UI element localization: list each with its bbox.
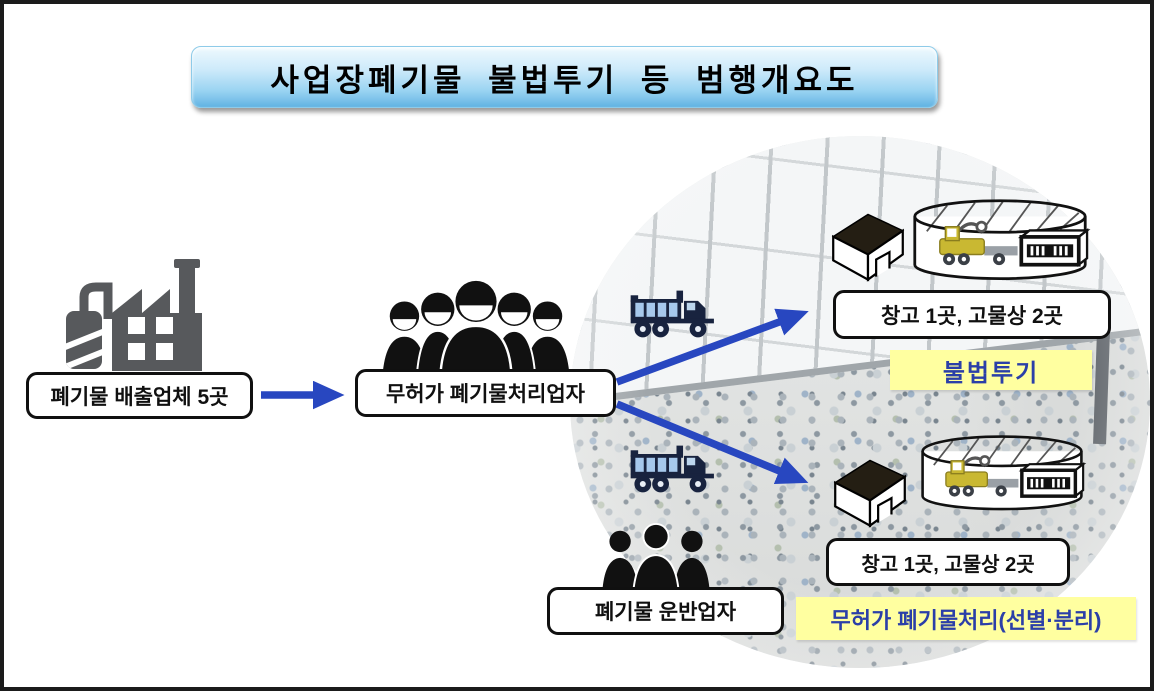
label-waste-transporter-text: 폐기물 운반업자 bbox=[594, 601, 737, 624]
storage-cylinder-icon bbox=[913, 199, 1091, 280]
label-dest-bottom: 창고 1곳, 고물상 2곳 bbox=[826, 538, 1070, 586]
factory-icon bbox=[66, 259, 202, 371]
storage-cylinder-icon bbox=[921, 435, 1087, 511]
tag-unlicensed-processing: 무허가 폐기물처리(선별·분리) bbox=[796, 597, 1136, 640]
page-title: 사업장폐기물 불법투기 등 범행개요도 bbox=[270, 62, 859, 98]
tag-illegal-dumping: 불법투기 bbox=[890, 350, 1092, 390]
tag-illegal-dumping-text: 불법투기 bbox=[942, 359, 1040, 387]
label-unlicensed-handler: 무허가 폐기물처리업자 bbox=[355, 369, 616, 417]
warehouse-icon bbox=[833, 459, 907, 528]
dump-truck-icon bbox=[630, 290, 714, 338]
label-waste-transporter: 폐기물 운반업자 bbox=[547, 587, 784, 635]
label-waste-discharger: 폐기물 배출업체 5곳 bbox=[26, 372, 253, 419]
label-dest-top: 창고 1곳, 고물상 2곳 bbox=[833, 290, 1111, 339]
tag-unlicensed-processing-text: 무허가 폐기물처리(선별·분리) bbox=[830, 607, 1102, 633]
people-group-5-icon bbox=[380, 280, 572, 372]
dump-truck-icon bbox=[630, 445, 714, 493]
label-unlicensed-handler-text: 무허가 폐기물처리업자 bbox=[385, 383, 586, 406]
people-group-3-icon bbox=[602, 522, 710, 588]
title-banner: 사업장폐기물 불법투기 등 범행개요도 bbox=[191, 46, 938, 108]
warehouse-icon bbox=[831, 213, 905, 282]
label-dest-top-text: 창고 1곳, 고물상 2곳 bbox=[881, 304, 1063, 328]
label-waste-discharger-text: 폐기물 배출업체 5곳 bbox=[50, 385, 229, 409]
label-dest-bottom-text: 창고 1곳, 고물상 2곳 bbox=[861, 553, 1035, 576]
